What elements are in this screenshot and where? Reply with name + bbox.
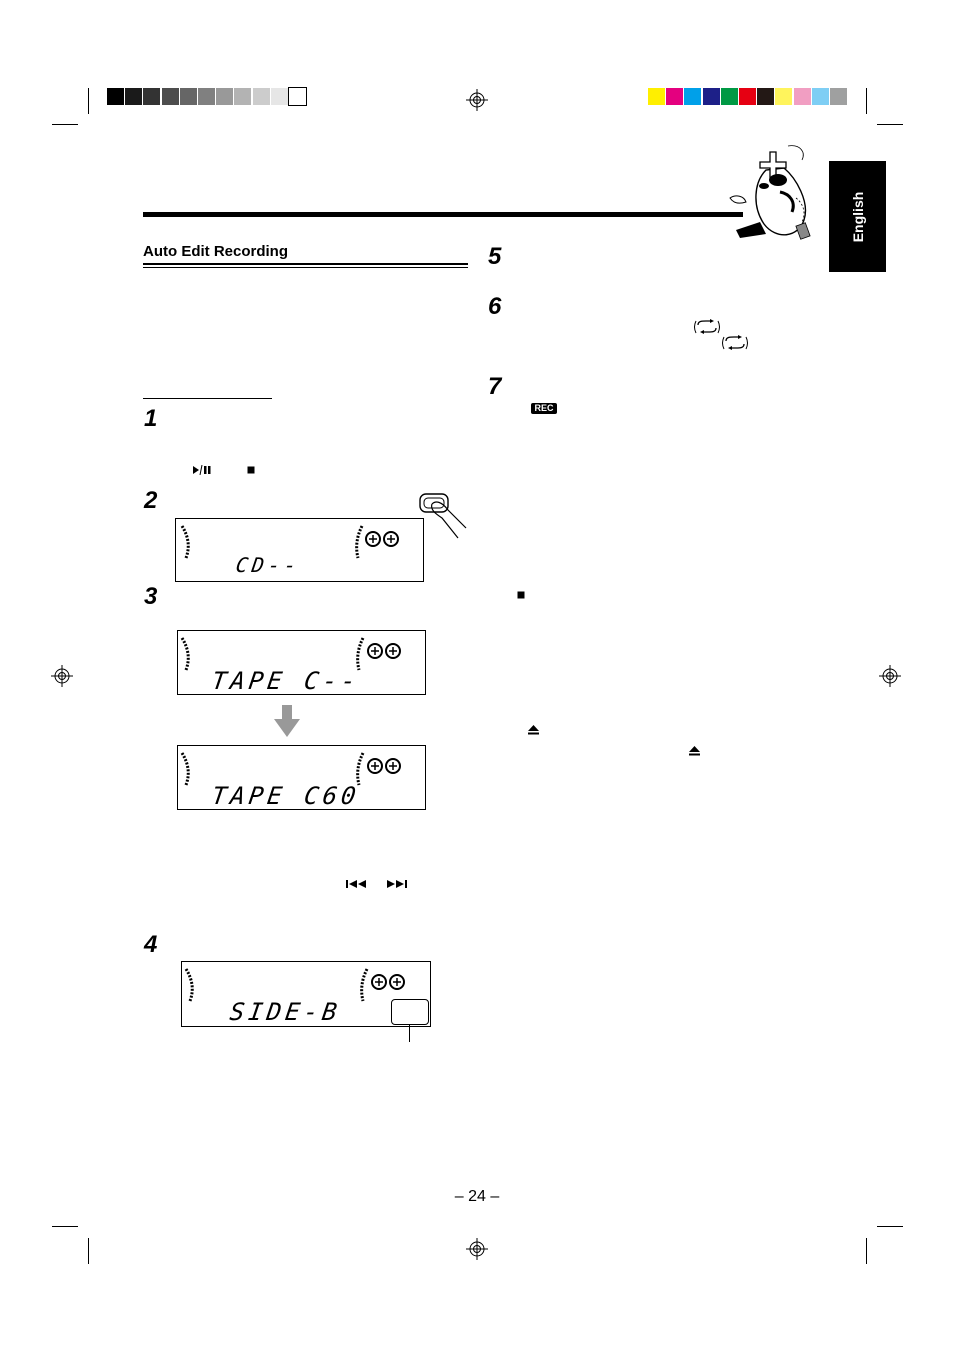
lcd-display-step2: CD-- — [175, 518, 424, 582]
subsection-rule — [143, 398, 272, 399]
rec-badge: REC — [531, 403, 557, 414]
gray-swatch — [161, 88, 179, 105]
lcd-display-step3-before: TAPE C-- — [177, 630, 426, 695]
page-number: – 24 – — [454, 1188, 500, 1205]
level-meter-icon — [360, 968, 369, 1002]
stop-icon — [247, 466, 255, 474]
color-swatch — [666, 88, 684, 105]
step-number: 7 — [488, 373, 502, 400]
crop-mark — [88, 1238, 89, 1264]
crop-mark — [866, 1238, 867, 1264]
lcd-pointer-line — [409, 1025, 410, 1042]
color-swatch — [811, 88, 829, 105]
skip-forward-icon — [387, 880, 407, 888]
crop-mark — [52, 1226, 78, 1227]
crop-mark — [877, 1226, 903, 1227]
lcd-display-step3-after: TAPE C60 — [177, 745, 426, 810]
eject-icon — [689, 746, 700, 756]
tape-reels-icon — [367, 758, 401, 774]
color-swatch — [739, 88, 756, 105]
tape-reels-icon — [365, 531, 399, 547]
registration-mark-icon — [466, 89, 488, 111]
repeat-icon — [722, 335, 748, 350]
eject-icon — [528, 725, 539, 735]
level-meter-icon — [180, 752, 190, 786]
language-tab-label: English — [849, 191, 866, 242]
crop-mark — [52, 124, 78, 125]
gray-swatch — [252, 88, 270, 105]
lcd-segment-text: SIDE-B — [228, 998, 343, 1026]
level-meter-icon — [184, 968, 194, 1002]
step-number: 2 — [144, 487, 158, 514]
crop-mark — [88, 88, 89, 114]
level-meter-icon — [180, 525, 190, 559]
color-swatch — [648, 88, 665, 105]
arrow-down-icon — [274, 705, 300, 737]
mascot-illustration — [729, 145, 811, 240]
gray-swatch — [143, 88, 161, 105]
registration-mark-icon — [466, 1238, 488, 1260]
crop-mark — [866, 88, 867, 114]
crop-mark — [877, 124, 903, 125]
step-number: 4 — [144, 931, 158, 958]
section-title: Auto Edit Recording — [143, 243, 288, 260]
language-tab: English — [829, 161, 886, 272]
lcd-side-indicator — [391, 999, 429, 1025]
play-pause-icon — [193, 465, 211, 475]
lcd-segment-text: TAPE C-- — [210, 667, 362, 695]
rec-badge-label: REC — [534, 403, 554, 413]
level-meter-icon — [180, 637, 190, 671]
level-meter-icon — [356, 637, 365, 671]
gray-swatch — [179, 88, 197, 105]
lcd-segment-text: CD-- — [234, 553, 302, 577]
color-swatch — [720, 88, 738, 105]
gray-swatch — [125, 88, 143, 105]
lcd-display-step4: SIDE-B — [181, 961, 431, 1027]
tape-reels-icon — [371, 974, 405, 990]
tape-reels-icon — [367, 643, 401, 659]
step-number: 3 — [144, 583, 158, 610]
lcd-segment-text: TAPE C60 — [210, 782, 362, 810]
step-number: 6 — [488, 293, 502, 320]
step-number: 1 — [144, 405, 158, 432]
color-swatch — [830, 88, 847, 105]
gray-swatch — [216, 88, 234, 105]
level-meter-icon — [356, 752, 365, 786]
color-swatch — [757, 88, 775, 105]
color-swatch — [702, 88, 720, 105]
gray-swatch — [198, 88, 215, 105]
gray-swatch — [107, 88, 124, 105]
registration-mark-icon — [879, 665, 901, 687]
step-number: 5 — [488, 243, 502, 270]
hand-press-icon — [419, 493, 467, 539]
gray-swatch — [288, 87, 307, 106]
color-swatch — [684, 88, 702, 105]
color-swatch — [793, 88, 811, 105]
color-swatch — [775, 88, 793, 105]
section-title-rule — [143, 267, 468, 268]
section-title-rule — [143, 263, 468, 265]
skip-back-icon — [346, 880, 366, 888]
registration-mark-icon — [51, 665, 73, 687]
repeat-icon — [694, 319, 720, 334]
header-rule — [143, 212, 743, 217]
gray-swatch — [234, 88, 252, 105]
gray-swatch — [270, 88, 288, 105]
stop-icon — [517, 591, 525, 599]
